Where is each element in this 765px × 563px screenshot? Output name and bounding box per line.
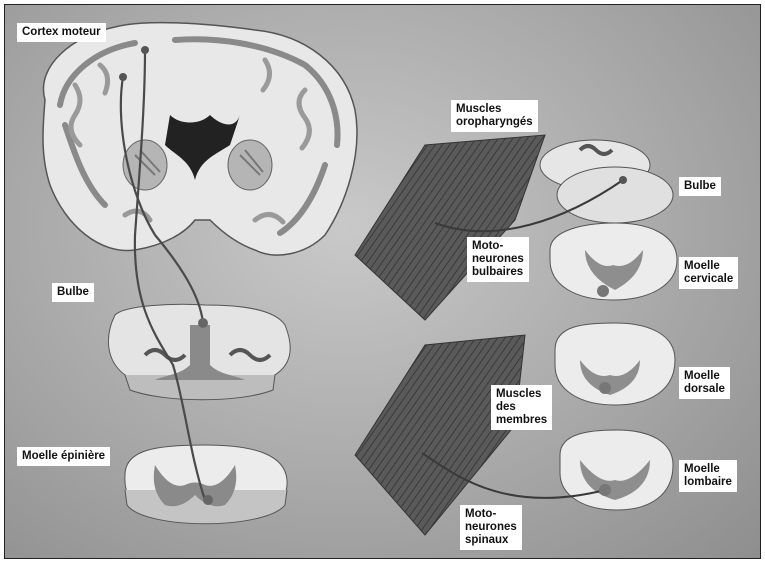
diagram-canvas xyxy=(5,5,760,558)
neuron-body xyxy=(599,382,611,394)
neuron-body xyxy=(198,318,208,328)
label-muscles-oropharynges: Muscles oropharyngés xyxy=(451,100,538,132)
label-line: Moelle xyxy=(684,260,733,273)
label-line: Moelle xyxy=(684,463,732,476)
label-line: membres xyxy=(496,414,547,427)
label-line: spinaux xyxy=(465,534,517,547)
label-line: bulbaires xyxy=(472,266,524,279)
label-moelle-cervicale: Moelle cervicale xyxy=(679,257,738,289)
label-moelle-epiniere: Moelle épinière xyxy=(17,447,110,466)
brain-section xyxy=(43,23,357,255)
label-line: Moto- xyxy=(472,240,524,253)
neuron-body xyxy=(119,73,127,81)
label-bulbe-right: Bulbe xyxy=(679,177,721,196)
label-cortex-moteur: Cortex moteur xyxy=(17,23,106,42)
bulbe-section-left xyxy=(108,304,290,399)
label-line: neurones xyxy=(472,253,524,266)
moelle-cervicale-section xyxy=(550,223,677,300)
moelle-lombaire-section xyxy=(560,430,673,510)
label-line: dorsale xyxy=(684,383,725,396)
neuron-body xyxy=(597,285,609,297)
label-motoneurones-bulbaires: Moto- neurones bulbaires xyxy=(467,237,529,282)
label-line: lombaire xyxy=(684,476,732,489)
neuron-body xyxy=(141,46,149,54)
label-line: Moelle xyxy=(684,370,725,383)
neuron-body xyxy=(599,484,611,496)
label-line: Muscles xyxy=(496,388,547,401)
label-moelle-lombaire: Moelle lombaire xyxy=(679,460,737,492)
label-motoneurones-spinaux: Moto- neurones spinaux xyxy=(460,505,522,550)
label-bulbe-left: Bulbe xyxy=(52,283,94,302)
neuron-body xyxy=(619,176,627,184)
label-line: cervicale xyxy=(684,273,733,286)
bulbe-section-right xyxy=(540,140,673,223)
label-line: des xyxy=(496,401,547,414)
neuron-body xyxy=(203,495,213,505)
label-muscles-membres: Muscles des membres xyxy=(491,385,552,430)
diagram-frame: Cortex moteur Bulbe Moelle épinière Musc… xyxy=(4,4,761,559)
label-line: Moto- xyxy=(465,508,517,521)
label-line: Muscles xyxy=(456,103,533,116)
moelle-dorsale-section xyxy=(555,323,675,405)
label-moelle-dorsale: Moelle dorsale xyxy=(679,367,730,399)
label-line: oropharyngés xyxy=(456,116,533,129)
moelle-section-left xyxy=(125,445,287,524)
label-line: neurones xyxy=(465,521,517,534)
